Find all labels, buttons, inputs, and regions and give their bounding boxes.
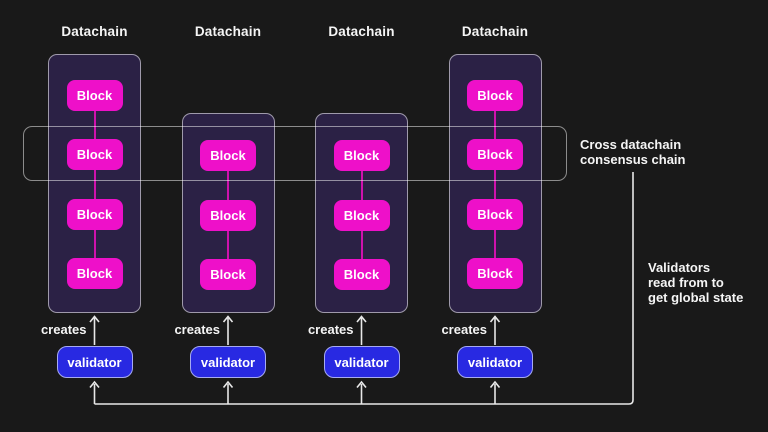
arrow-up-icon [356,315,367,323]
arrow-up-icon [489,380,501,389]
block: Block [333,259,390,290]
block: Block [200,140,256,171]
block: Block [467,199,523,230]
datachain-title: Datachain [194,24,262,39]
datachain-container: Block Block Block [181,113,275,313]
block: Block [200,200,256,231]
creates-label: creates [174,322,220,337]
block: Block [467,258,523,289]
consensus-chain-label: Cross datachain consensus chain [580,137,686,167]
block: Block [66,80,123,111]
validators-note: Validators read from to get global state [648,260,744,305]
block: Block [333,200,390,231]
block: Block [467,80,523,111]
datachain-title: Datachain [328,24,395,39]
validator-box: validator [323,346,400,378]
datachain-title: Datachain [461,24,529,39]
arrow-up-icon [89,315,100,323]
creates-label: creates [307,322,354,337]
block: Block [66,199,123,230]
arrow-up-icon [89,380,100,389]
arrow-up-icon [489,315,501,323]
block: Block [200,259,256,290]
datachain-title: Datachain [61,24,128,39]
datachain-container: Block Block Block Block [48,54,141,313]
datachain-container: Block Block Block [315,113,408,313]
block: Block [66,139,123,170]
block: Block [467,139,523,170]
creates-label: creates [40,322,87,337]
validator-box: validator [457,346,533,378]
datachain-container: Block Block Block Block [448,54,542,313]
arrow-up-icon [222,315,234,323]
block: Block [66,258,123,289]
rail-arrows [89,380,501,404]
creates-label: creates [441,322,487,337]
validator-box: validator [56,346,133,378]
arrow-up-icon [222,380,234,389]
validator-box: validator [190,346,266,378]
arrow-up-icon [356,380,367,389]
block: Block [333,140,390,171]
